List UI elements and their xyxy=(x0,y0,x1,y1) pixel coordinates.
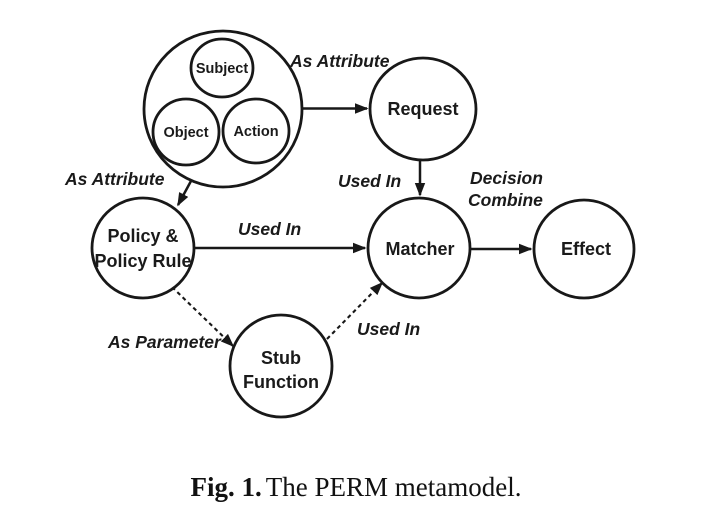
node-request-label: Request xyxy=(387,99,458,119)
edge-label-as-parameter: As Parameter xyxy=(107,332,222,352)
nodes xyxy=(90,29,636,419)
edge-label-as-attribute-left: As Attribute xyxy=(64,169,165,189)
perm-metamodel-diagram: Subject Object Action Request Policy & P… xyxy=(64,29,636,419)
node-matcher xyxy=(366,196,472,300)
edge-label-as-attribute-top: As Attribute xyxy=(289,51,390,71)
caption-label: Fig. 1. xyxy=(190,472,262,502)
edge-stub-to-matcher xyxy=(326,281,384,340)
edge-label-decision: Decision xyxy=(470,168,543,188)
node-stub-label-line1: Stub xyxy=(261,348,301,368)
edge-label-used-in-request: Used In xyxy=(338,171,401,191)
node-policy-label-line1: Policy & xyxy=(107,226,178,246)
node-subject xyxy=(189,37,255,99)
edge-container-to-policy xyxy=(176,180,193,207)
node-action xyxy=(221,97,291,165)
edges xyxy=(171,103,533,348)
node-stub-label-line2: Function xyxy=(243,372,319,392)
node-request xyxy=(368,56,478,162)
node-effect xyxy=(532,198,636,300)
node-matcher-label: Matcher xyxy=(385,239,454,259)
caption-text: The PERM metamodel. xyxy=(265,472,522,502)
figure-caption: Fig. 1.The PERM metamodel. xyxy=(0,472,712,503)
edge-label-combine: Combine xyxy=(468,190,543,210)
node-object-label: Object xyxy=(163,125,208,141)
node-subject-label: Subject xyxy=(196,61,249,77)
edge-label-used-in-stub: Used In xyxy=(357,319,420,339)
node-stub-function xyxy=(228,313,334,419)
edge-label-used-in-policy: Used In xyxy=(238,219,301,239)
node-action-label: Action xyxy=(233,124,278,140)
node-policy-label-line2: Policy Rule xyxy=(94,251,191,271)
node-effect-label: Effect xyxy=(561,239,611,259)
node-labels: Subject Object Action Request Policy & P… xyxy=(94,61,611,392)
node-policy xyxy=(90,196,196,300)
node-object xyxy=(151,97,221,167)
edge-labels: As Attribute As Attribute Used In Decisi… xyxy=(64,51,543,352)
